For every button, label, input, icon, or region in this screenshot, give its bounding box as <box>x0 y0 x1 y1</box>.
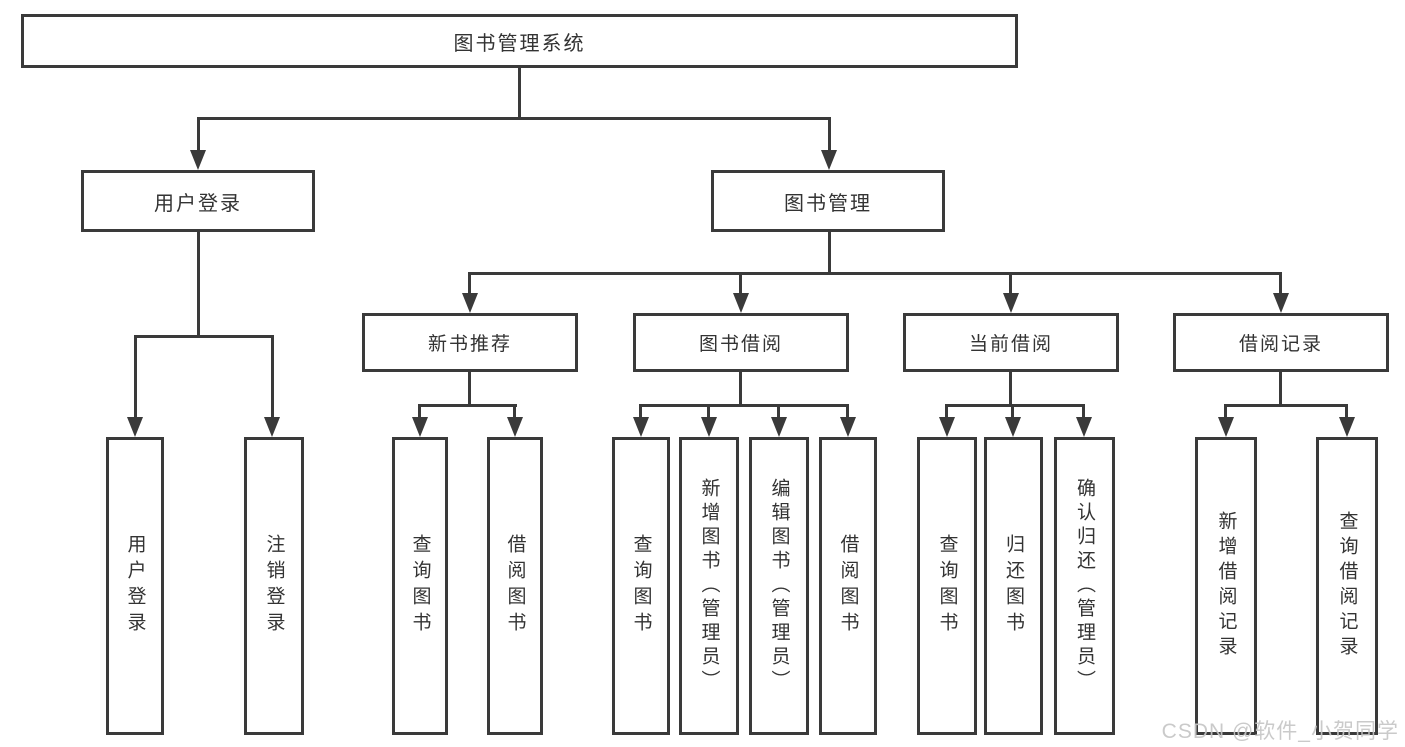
arrow-head-leaf-add-record-icon <box>1218 417 1234 437</box>
connector-book-management-stem <box>828 230 831 275</box>
leaf-confirm-return-admin: 确认归还（管理员） <box>1054 437 1115 735</box>
node-borrowing-records: 借阅记录 <box>1173 313 1389 372</box>
connector-to-user-login <box>197 117 200 152</box>
arrow-head-leaf-query-recommend-icon <box>412 417 428 437</box>
connector-to-leaf-query-record <box>1345 404 1348 419</box>
connector-current-crossbar <box>945 404 1085 407</box>
arrow-head-leaf-add-books-icon <box>701 417 717 437</box>
leaf-borrow-books-recommend: 借阅图书 <box>487 437 543 735</box>
connector-to-leaf-logout <box>271 335 274 419</box>
arrow-head-leaf-edit-books-icon <box>771 417 787 437</box>
arrow-head-new-book-recommendation-icon <box>462 293 478 313</box>
leaf-return-books: 归还图书 <box>984 437 1043 735</box>
csdn-watermark: CSDN @软件_小贺同学 <box>1161 720 1399 743</box>
node-book-borrowing: 图书借阅 <box>633 313 849 372</box>
connector-to-leaf-borrow-borrowing <box>846 404 849 419</box>
connector-to-leaf-confirm-return <box>1082 404 1085 419</box>
connector-to-current-borrowing <box>1009 272 1012 295</box>
connector-book-management-crossbar <box>468 272 1282 275</box>
connector-recommendation-crossbar <box>418 404 517 407</box>
connector-borrowing-stem <box>739 370 742 407</box>
connector-to-borrowing-records <box>1279 272 1282 295</box>
arrow-head-book-management-icon <box>821 150 837 170</box>
leaf-add-borrowing-record: 新增借阅记录 <box>1195 437 1257 735</box>
arrow-head-leaf-user-login-icon <box>127 417 143 437</box>
connector-to-leaf-add-books <box>707 404 710 419</box>
arrow-head-leaf-return-books-icon <box>1005 417 1021 437</box>
connector-to-leaf-query-recommend <box>418 404 421 419</box>
arrow-head-leaf-query-record-icon <box>1339 417 1355 437</box>
connector-records-crossbar <box>1224 404 1348 407</box>
node-user-login: 用户登录 <box>81 170 315 232</box>
arrow-head-leaf-borrow-recommend-icon <box>507 417 523 437</box>
connector-to-leaf-query-borrowing <box>639 404 642 419</box>
connector-to-new-book-recommendation <box>468 272 471 295</box>
leaf-logout-login: 注销登录 <box>244 437 304 735</box>
connector-to-leaf-borrow-recommend <box>513 404 516 419</box>
arrow-head-leaf-confirm-return-icon <box>1076 417 1092 437</box>
connector-borrowing-crossbar <box>639 404 849 407</box>
connector-user-login-crossbar <box>134 335 274 338</box>
connector-to-book-borrowing <box>739 272 742 295</box>
leaf-add-books-admin: 新增图书（管理员） <box>679 437 739 735</box>
node-book-management: 图书管理 <box>711 170 945 232</box>
leaf-query-borrowing-record: 查询借阅记录 <box>1316 437 1378 735</box>
node-current-borrowing: 当前借阅 <box>903 313 1119 372</box>
connector-to-book-management <box>828 117 831 152</box>
node-root-library-management-system: 图书管理系统 <box>21 14 1018 68</box>
arrow-head-book-borrowing-icon <box>733 293 749 313</box>
leaf-query-books-current: 查询图书 <box>917 437 977 735</box>
arrow-head-leaf-logout-icon <box>264 417 280 437</box>
connector-to-leaf-return-books <box>1011 404 1014 419</box>
connector-to-leaf-edit-books <box>777 404 780 419</box>
arrow-head-current-borrowing-icon <box>1003 293 1019 313</box>
leaf-query-books-borrowing: 查询图书 <box>612 437 670 735</box>
arrow-head-borrowing-records-icon <box>1273 293 1289 313</box>
connector-root-crossbar <box>197 117 831 120</box>
arrow-head-leaf-query-current-icon <box>939 417 955 437</box>
connector-recommendation-stem <box>468 370 471 407</box>
arrow-head-leaf-borrow-borrowing-icon <box>840 417 856 437</box>
leaf-user-login: 用户登录 <box>106 437 164 735</box>
connector-user-login-stem <box>197 230 200 338</box>
arrow-head-user-login-icon <box>190 150 206 170</box>
connector-root-stem <box>518 68 521 118</box>
connector-to-leaf-user-login <box>134 335 137 419</box>
node-new-book-recommendation: 新书推荐 <box>362 313 578 372</box>
connector-records-stem <box>1279 370 1282 407</box>
connector-to-leaf-query-current <box>945 404 948 419</box>
connector-to-leaf-add-record <box>1224 404 1227 419</box>
leaf-edit-books-admin: 编辑图书（管理员） <box>749 437 809 735</box>
connector-current-stem <box>1009 370 1012 407</box>
leaf-borrow-books-borrowing: 借阅图书 <box>819 437 877 735</box>
arrow-head-leaf-query-borrowing-icon <box>633 417 649 437</box>
leaf-query-books-recommend: 查询图书 <box>392 437 448 735</box>
